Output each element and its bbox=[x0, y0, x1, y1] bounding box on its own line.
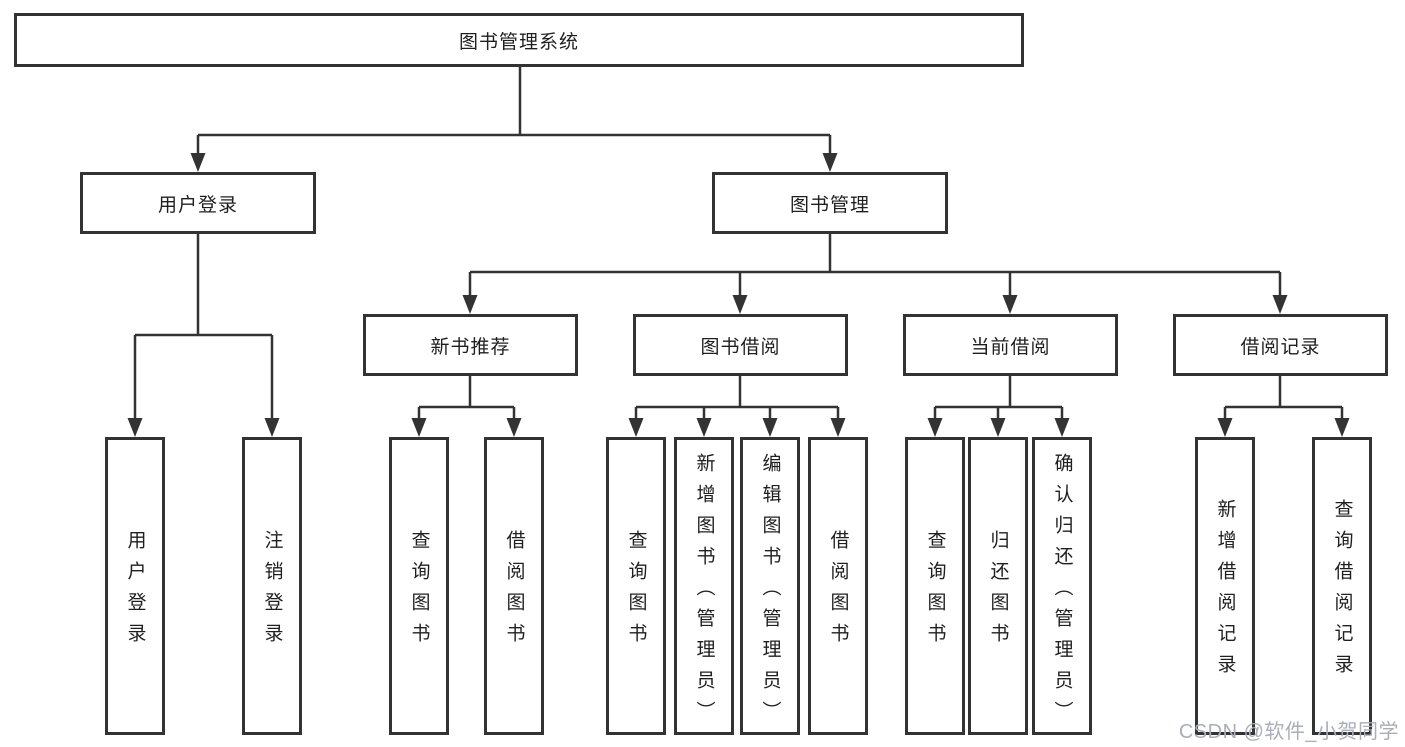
leaf-query-books-borrow: 查询图书 bbox=[606, 437, 666, 735]
leaf-logout: 注销登录 bbox=[242, 437, 302, 735]
leaf-confirm-return-admin-label: 确认归还（管理员） bbox=[1051, 452, 1073, 732]
leaf-query-borrow-record: 查询借阅记录 bbox=[1312, 437, 1372, 735]
leaf-return-book-label: 归还图书 bbox=[987, 530, 1009, 654]
connector-root-to-level2 bbox=[190, 67, 838, 172]
node-current-borrow: 当前借阅 bbox=[903, 314, 1118, 376]
leaf-borrow-books-recommend-label: 借阅图书 bbox=[503, 530, 525, 654]
leaf-edit-book-admin: 编辑图书（管理员） bbox=[740, 437, 800, 735]
leaf-edit-book-admin-label: 编辑图书（管理员） bbox=[759, 452, 781, 732]
leaf-query-borrow-record-label: 查询借阅记录 bbox=[1331, 499, 1353, 685]
leaf-add-borrow-record: 新增借阅记录 bbox=[1195, 437, 1255, 735]
node-borrow-records: 借阅记录 bbox=[1173, 314, 1388, 376]
leaf-query-books-recommend-label: 查询图书 bbox=[408, 530, 430, 654]
leaf-query-books-borrow-label: 查询图书 bbox=[625, 530, 647, 654]
leaf-query-books-recommend: 查询图书 bbox=[389, 437, 449, 735]
connector-borrow-to-leaves bbox=[628, 376, 846, 437]
leaf-add-borrow-record-label: 新增借阅记录 bbox=[1214, 499, 1236, 685]
node-user-login: 用户登录 bbox=[80, 172, 316, 234]
leaf-add-book-admin: 新增图书（管理员） bbox=[674, 437, 734, 735]
connector-recommend-to-leaves bbox=[411, 376, 522, 437]
leaf-logout-label: 注销登录 bbox=[261, 530, 283, 654]
connector-mgmt-to-level3 bbox=[462, 234, 1288, 314]
leaf-user-login: 用户登录 bbox=[105, 437, 165, 735]
leaf-borrow-books: 借阅图书 bbox=[808, 437, 868, 735]
connector-login-to-leaves bbox=[127, 234, 280, 437]
node-library-system: 图书管理系统 bbox=[14, 13, 1024, 67]
leaf-add-book-admin-label: 新增图书（管理员） bbox=[693, 452, 715, 732]
connector-records-to-leaves bbox=[1217, 376, 1350, 437]
leaf-query-books-current: 查询图书 bbox=[905, 437, 965, 735]
node-book-borrow: 图书借阅 bbox=[633, 314, 848, 376]
leaf-confirm-return-admin: 确认归还（管理员） bbox=[1032, 437, 1092, 735]
node-new-book-recommend: 新书推荐 bbox=[363, 314, 578, 376]
leaf-return-book: 归还图书 bbox=[968, 437, 1028, 735]
leaf-user-login-label: 用户登录 bbox=[124, 530, 146, 654]
leaf-borrow-books-label: 借阅图书 bbox=[827, 530, 849, 654]
node-book-management: 图书管理 bbox=[712, 172, 948, 234]
leaf-query-books-current-label: 查询图书 bbox=[924, 530, 946, 654]
leaf-borrow-books-recommend: 借阅图书 bbox=[484, 437, 544, 735]
connector-current-to-leaves bbox=[927, 376, 1070, 437]
